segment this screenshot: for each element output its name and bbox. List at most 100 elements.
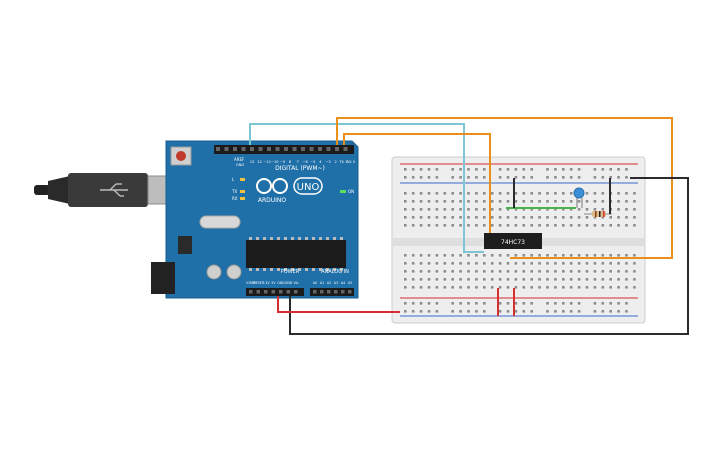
- header-socket[interactable]: [250, 147, 254, 151]
- breadboard-hole[interactable]: [404, 208, 407, 211]
- breadboard-hole[interactable]: [451, 216, 454, 219]
- breadboard-hole[interactable]: [498, 176, 502, 179]
- breadboard-hole[interactable]: [593, 262, 597, 265]
- breadboard-hole[interactable]: [483, 286, 486, 289]
- breadboard-hole[interactable]: [554, 270, 557, 273]
- breadboard-hole[interactable]: [585, 224, 589, 227]
- breadboard-hole[interactable]: [467, 270, 470, 273]
- breadboard-hole[interactable]: [443, 286, 447, 289]
- breadboard-hole[interactable]: [522, 176, 526, 179]
- breadboard-hole[interactable]: [506, 168, 510, 171]
- breadboard-hole[interactable]: [506, 192, 510, 195]
- breadboard-hole[interactable]: [467, 278, 470, 281]
- reset-button[interactable]: [176, 151, 186, 161]
- breadboard-hole[interactable]: [506, 224, 510, 227]
- breadboard-hole[interactable]: [538, 254, 541, 257]
- breadboard-hole[interactable]: [411, 176, 415, 179]
- breadboard-hole[interactable]: [625, 286, 628, 289]
- breadboard-hole[interactable]: [609, 216, 612, 219]
- breadboard-hole[interactable]: [427, 278, 431, 281]
- breadboard-hole[interactable]: [601, 200, 605, 203]
- breadboard-hole[interactable]: [538, 278, 541, 281]
- breadboard-hole[interactable]: [435, 176, 439, 179]
- breadboard-hole[interactable]: [475, 176, 478, 179]
- breadboard-hole[interactable]: [617, 310, 620, 313]
- breadboard-hole[interactable]: [577, 168, 581, 171]
- breadboard-hole[interactable]: [467, 302, 470, 305]
- breadboard-hole[interactable]: [585, 216, 589, 219]
- header-socket[interactable]: [318, 147, 322, 151]
- breadboard-hole[interactable]: [546, 200, 549, 203]
- breadboard-hole[interactable]: [459, 278, 462, 281]
- breadboard-hole[interactable]: [562, 200, 565, 203]
- breadboard-hole[interactable]: [577, 176, 581, 179]
- breadboard-hole[interactable]: [435, 278, 439, 281]
- breadboard-hole[interactable]: [419, 270, 423, 273]
- breadboard-hole[interactable]: [427, 224, 431, 227]
- breadboard-hole[interactable]: [633, 200, 636, 203]
- breadboard-hole[interactable]: [404, 262, 407, 265]
- breadboard-hole[interactable]: [514, 208, 518, 211]
- breadboard-hole[interactable]: [538, 270, 541, 273]
- breadboard-hole[interactable]: [459, 208, 462, 211]
- breadboard-hole[interactable]: [435, 270, 439, 273]
- breadboard-hole[interactable]: [617, 254, 620, 257]
- black-wire-gnd[interactable]: [289, 177, 689, 335]
- ic-74hc73[interactable]: 74HC73: [484, 233, 542, 249]
- breadboard-hole[interactable]: [419, 254, 423, 257]
- breadboard-hole[interactable]: [459, 224, 462, 227]
- breadboard-hole[interactable]: [577, 262, 581, 265]
- breadboard-hole[interactable]: [459, 216, 462, 219]
- breadboard-hole[interactable]: [593, 200, 597, 203]
- resistor[interactable]: [584, 211, 612, 217]
- breadboard-hole[interactable]: [577, 224, 581, 227]
- breadboard-hole[interactable]: [633, 278, 636, 281]
- breadboard-hole[interactable]: [530, 270, 533, 273]
- power-socket[interactable]: [264, 290, 268, 294]
- breadboard-hole[interactable]: [467, 208, 470, 211]
- breadboard-hole[interactable]: [514, 192, 518, 195]
- breadboard-hole[interactable]: [459, 200, 462, 203]
- breadboard-hole[interactable]: [633, 262, 636, 265]
- breadboard-hole[interactable]: [459, 286, 462, 289]
- breadboard-hole[interactable]: [562, 270, 565, 273]
- breadboard-hole[interactable]: [451, 302, 454, 305]
- header-socket[interactable]: [292, 147, 297, 151]
- breadboard-hole[interactable]: [562, 278, 565, 281]
- breadboard-hole[interactable]: [562, 216, 565, 219]
- breadboard-hole[interactable]: [562, 208, 565, 211]
- orange-wire-inner[interactable]: [343, 133, 491, 233]
- breadboard-hole[interactable]: [546, 286, 549, 289]
- breadboard-hole[interactable]: [443, 200, 447, 203]
- breadboard-hole[interactable]: [483, 224, 486, 227]
- breadboard-hole[interactable]: [435, 192, 439, 195]
- breadboard-hole[interactable]: [451, 176, 454, 179]
- breadboard-hole[interactable]: [593, 208, 597, 211]
- breadboard-hole[interactable]: [498, 310, 502, 313]
- breadboard-hole[interactable]: [514, 200, 518, 203]
- breadboard-hole[interactable]: [562, 224, 565, 227]
- breadboard-hole[interactable]: [601, 278, 605, 281]
- breadboard-hole[interactable]: [419, 262, 423, 265]
- breadboard-hole[interactable]: [538, 286, 541, 289]
- breadboard-hole[interactable]: [451, 262, 454, 265]
- breadboard-hole[interactable]: [625, 278, 628, 281]
- breadboard-hole[interactable]: [490, 254, 494, 257]
- breadboard-hole[interactable]: [435, 168, 439, 171]
- breadboard-hole[interactable]: [467, 192, 470, 195]
- breadboard-hole[interactable]: [633, 270, 636, 273]
- breadboard-hole[interactable]: [554, 254, 557, 257]
- breadboard-hole[interactable]: [593, 168, 597, 171]
- breadboard-hole[interactable]: [522, 302, 526, 305]
- breadboard-hole[interactable]: [411, 216, 415, 219]
- breadboard-hole[interactable]: [404, 302, 407, 305]
- analog-socket[interactable]: [341, 290, 345, 294]
- analog-socket[interactable]: [313, 290, 317, 294]
- breadboard-hole[interactable]: [435, 310, 439, 313]
- breadboard-hole[interactable]: [404, 200, 407, 203]
- breadboard-hole[interactable]: [554, 286, 557, 289]
- breadboard-hole[interactable]: [546, 278, 549, 281]
- breadboard-hole[interactable]: [451, 224, 454, 227]
- breadboard-hole[interactable]: [427, 200, 431, 203]
- analog-socket[interactable]: [327, 290, 331, 294]
